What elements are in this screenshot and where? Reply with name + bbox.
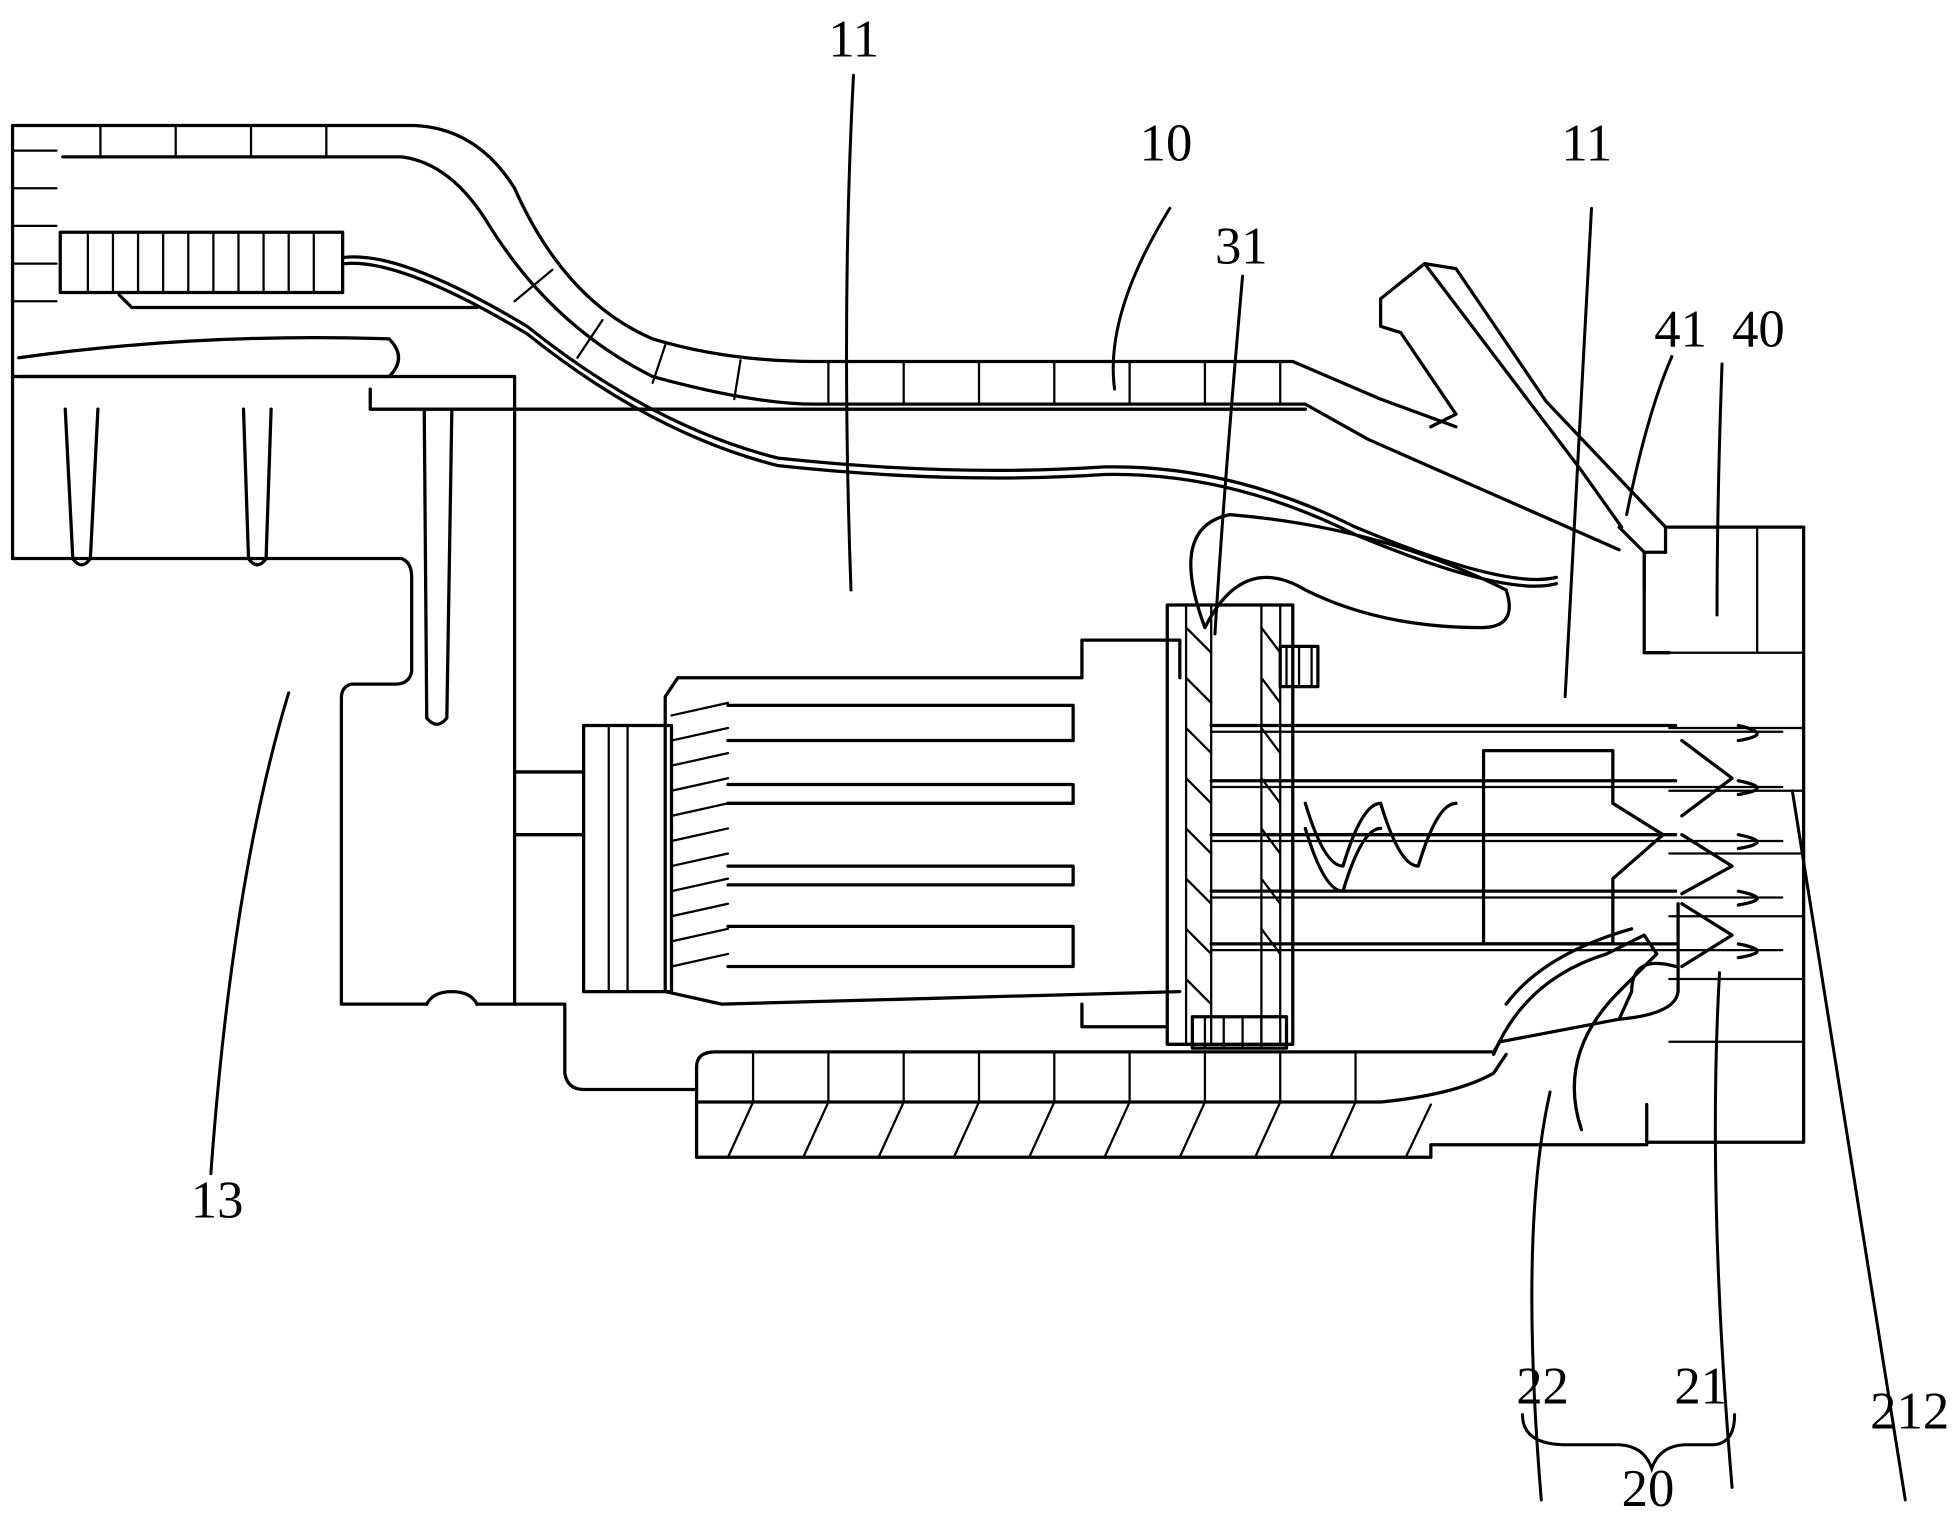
leader-11-right — [1563, 206, 1594, 699]
label-212: 212 — [1870, 1382, 1949, 1440]
reference-labels: 11 10 31 11 41 40 13 22 21 212 20 — [191, 10, 1949, 1515]
rear-insert — [512, 638, 1182, 1029]
label-41: 41 — [1654, 300, 1707, 358]
leader-40 — [1715, 362, 1724, 617]
spring-coil — [1303, 801, 1458, 893]
terminal-assembly-20 — [1209, 723, 1784, 1132]
leader-10 — [1111, 206, 1172, 391]
cable — [343, 255, 1558, 582]
lower-shell — [694, 902, 1680, 1159]
leader-31 — [1213, 274, 1245, 636]
label-11-right: 11 — [1561, 115, 1612, 173]
housing-10 — [10, 123, 1621, 1092]
leader-lines — [209, 73, 1907, 1502]
label-10: 10 — [1140, 115, 1193, 173]
leader-11-top — [845, 73, 855, 592]
leader-41 — [1625, 354, 1674, 517]
brace-20 — [1520, 1413, 1737, 1474]
label-21: 21 — [1674, 1357, 1727, 1415]
label-20: 20 — [1622, 1460, 1675, 1515]
front-cover-40 — [1642, 525, 1806, 1144]
leader-212 — [1790, 789, 1907, 1502]
label-40: 40 — [1732, 300, 1785, 358]
leader-13 — [209, 691, 291, 1176]
latch-41 — [1379, 261, 1668, 592]
mounting-pins — [63, 407, 454, 726]
seal-31 — [1165, 512, 1511, 1050]
label-11-top: 11 — [828, 10, 879, 68]
label-22: 22 — [1516, 1357, 1569, 1415]
coil-block — [17, 230, 479, 379]
leader-21 — [1713, 971, 1734, 1489]
leader-22 — [1530, 1090, 1552, 1502]
housing-hatching — [11, 124, 1282, 406]
label-13: 13 — [191, 1172, 244, 1230]
label-31: 31 — [1215, 218, 1268, 276]
